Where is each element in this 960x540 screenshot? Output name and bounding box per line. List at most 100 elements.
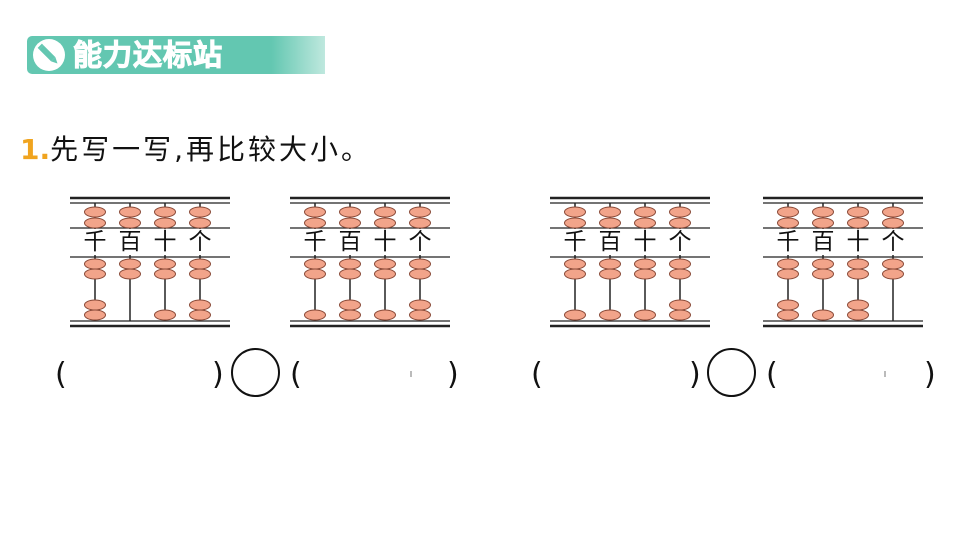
lower-bead-hundreds <box>812 309 834 321</box>
upper-bead-thousands <box>777 206 799 218</box>
label-hundreds: 百 <box>334 229 366 255</box>
upper-bead-ones <box>669 217 691 229</box>
pencil-icon <box>33 39 65 71</box>
label-ones: 个 <box>877 229 909 255</box>
lower-bead-ones <box>669 258 691 270</box>
answer-3-close: ) <box>689 357 701 392</box>
lower-bead-tens <box>634 309 656 321</box>
upper-bead-hundreds <box>812 217 834 229</box>
question-text: 先写一写,再比较大小。 <box>50 133 373 166</box>
upper-bead-hundreds <box>119 217 141 229</box>
lower-bead-tens <box>374 309 396 321</box>
label-hundreds: 百 <box>807 229 839 255</box>
label-ones: 个 <box>664 229 696 255</box>
lower-bead-ones <box>882 258 904 270</box>
abacus-2: 千 百 十 个 <box>290 196 450 330</box>
lower-bead-tens <box>847 299 869 311</box>
upper-bead-thousands <box>777 217 799 229</box>
lower-bead-hundreds <box>599 268 621 280</box>
upper-bead-ones <box>882 206 904 218</box>
lower-bead-hundreds <box>599 258 621 270</box>
answer-3-open: ( <box>531 357 543 392</box>
upper-bead-thousands <box>564 217 586 229</box>
lower-bead-hundreds <box>812 268 834 280</box>
upper-bead-tens <box>847 206 869 218</box>
upper-bead-tens <box>374 217 396 229</box>
upper-bead-hundreds <box>812 206 834 218</box>
label-hundreds: 百 <box>594 229 626 255</box>
upper-bead-thousands <box>304 206 326 218</box>
abacus-3: 千 百 十 个 <box>550 196 710 330</box>
answer-1-open: ( <box>55 357 67 392</box>
answer-4-blank[interactable] <box>884 371 886 377</box>
compare-circle-2[interactable] <box>707 348 756 397</box>
lower-bead-ones <box>409 258 431 270</box>
answer-2-blank[interactable] <box>410 371 412 377</box>
lower-bead-thousands <box>84 299 106 311</box>
upper-bead-thousands <box>84 206 106 218</box>
answer-4-close: ) <box>924 357 936 392</box>
lower-bead-hundreds <box>339 299 361 311</box>
lower-bead-tens <box>847 258 869 270</box>
lower-bead-thousands <box>777 309 799 321</box>
abacus-drawing <box>763 196 923 328</box>
lower-bead-thousands <box>304 309 326 321</box>
upper-bead-ones <box>882 217 904 229</box>
lower-bead-thousands <box>84 258 106 270</box>
upper-bead-hundreds <box>119 206 141 218</box>
label-thousands: 千 <box>559 229 591 255</box>
label-tens: 十 <box>629 229 661 255</box>
section-banner: 能力达标站 <box>27 36 325 74</box>
upper-bead-tens <box>374 206 396 218</box>
upper-bead-ones <box>189 206 211 218</box>
lower-bead-tens <box>374 258 396 270</box>
upper-bead-thousands <box>304 217 326 229</box>
lower-bead-hundreds <box>339 309 361 321</box>
abacus-drawing <box>70 196 230 328</box>
label-tens: 十 <box>149 229 181 255</box>
question-1: 1.先写一写,再比较大小。 <box>20 130 372 170</box>
upper-bead-ones <box>189 217 211 229</box>
upper-bead-thousands <box>564 206 586 218</box>
label-hundreds: 百 <box>114 229 146 255</box>
lower-bead-thousands <box>304 258 326 270</box>
answer-4-open: ( <box>766 357 778 392</box>
upper-bead-ones <box>409 217 431 229</box>
section-title: 能力达标站 <box>72 38 224 73</box>
lower-bead-ones <box>189 299 211 311</box>
answer-2-close: ) <box>447 357 459 392</box>
upper-bead-ones <box>669 206 691 218</box>
abacus-drawing <box>290 196 450 328</box>
abacus-4: 千 百 十 个 <box>763 196 923 330</box>
lower-bead-ones <box>409 268 431 280</box>
abacus-drawing <box>550 196 710 328</box>
answer-1-close: ) <box>212 357 224 392</box>
upper-bead-hundreds <box>599 206 621 218</box>
lower-bead-tens <box>634 268 656 280</box>
upper-bead-ones <box>409 206 431 218</box>
upper-bead-hundreds <box>339 217 361 229</box>
upper-bead-tens <box>154 206 176 218</box>
lower-bead-ones <box>189 309 211 321</box>
label-tens: 十 <box>369 229 401 255</box>
compare-circle-1[interactable] <box>231 348 280 397</box>
label-tens: 十 <box>842 229 874 255</box>
upper-bead-tens <box>634 206 656 218</box>
lower-bead-tens <box>847 268 869 280</box>
lower-bead-hundreds <box>119 268 141 280</box>
lower-bead-thousands <box>84 309 106 321</box>
label-thousands: 千 <box>299 229 331 255</box>
label-ones: 个 <box>184 229 216 255</box>
upper-bead-hundreds <box>339 206 361 218</box>
lower-bead-thousands <box>304 268 326 280</box>
lower-bead-thousands <box>777 258 799 270</box>
lower-bead-hundreds <box>599 309 621 321</box>
lower-bead-thousands <box>84 268 106 280</box>
abacus-1: 千 百 十 个 <box>70 196 230 330</box>
lower-bead-tens <box>634 258 656 270</box>
lower-bead-thousands <box>564 268 586 280</box>
question-number: 1. <box>20 133 51 166</box>
lower-bead-hundreds <box>119 258 141 270</box>
lower-bead-ones <box>409 309 431 321</box>
upper-bead-tens <box>634 217 656 229</box>
